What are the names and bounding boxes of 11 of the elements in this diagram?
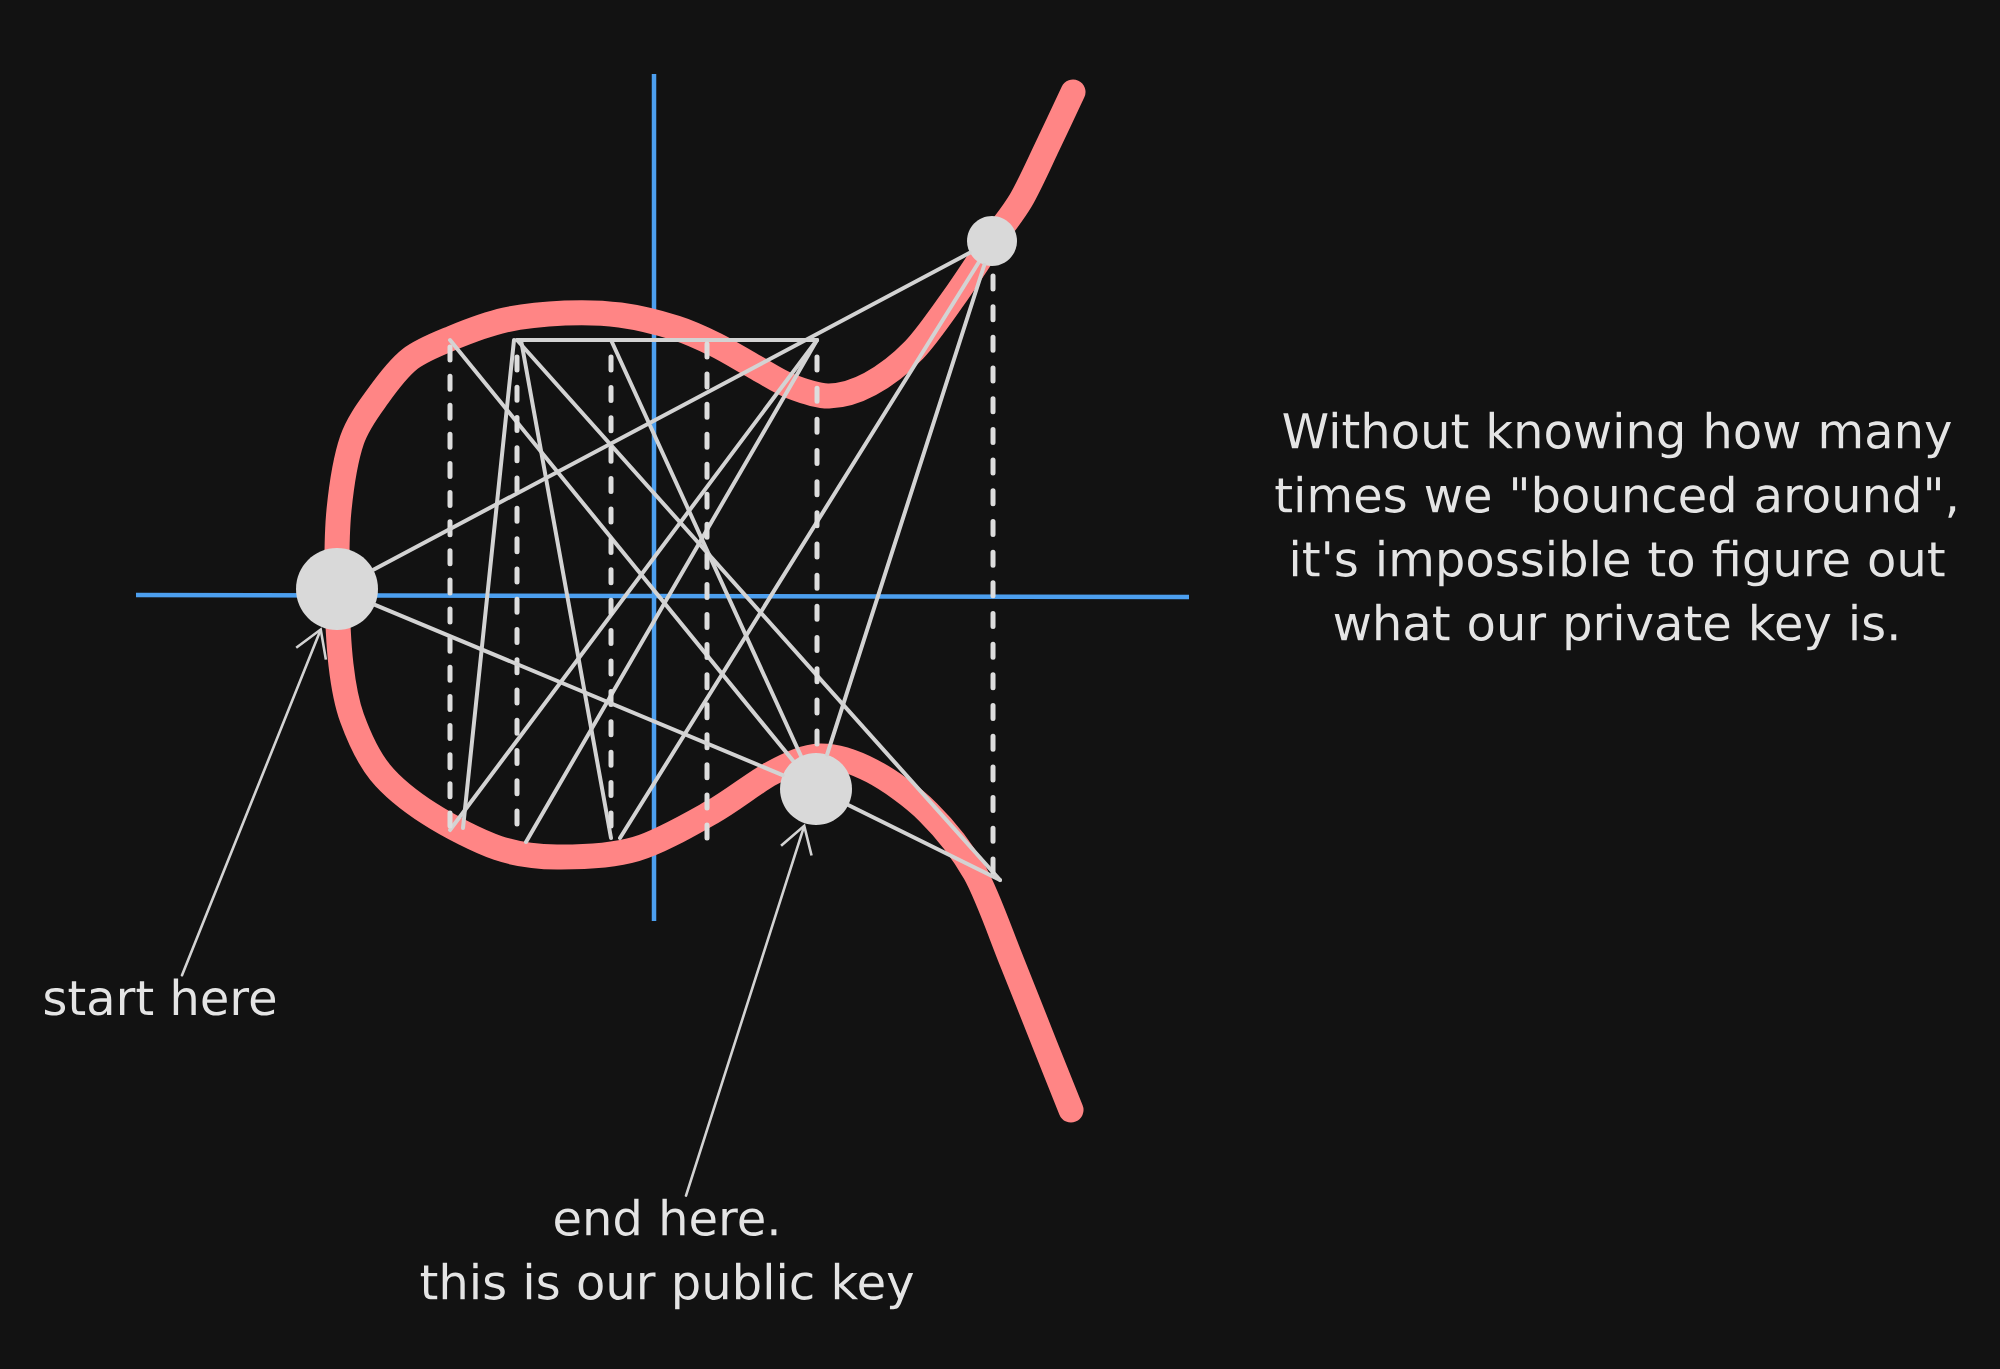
- note-text: Without knowing how many times we "bounced around", it's impossible to figure out what our private key is.: [1275, 411, 1956, 651]
- arrow: [180, 627, 328, 977]
- point-dot: [967, 216, 1017, 266]
- arrow: [684, 823, 813, 1197]
- point-dot: [780, 753, 852, 825]
- chord-line: [825, 263, 987, 757]
- point-dot: [296, 548, 378, 630]
- chord-line: [371, 250, 972, 572]
- annotation-text: end here. this is our public key: [420, 1198, 914, 1310]
- chord-line: [373, 602, 785, 778]
- annotation-text: start here: [45, 978, 276, 1016]
